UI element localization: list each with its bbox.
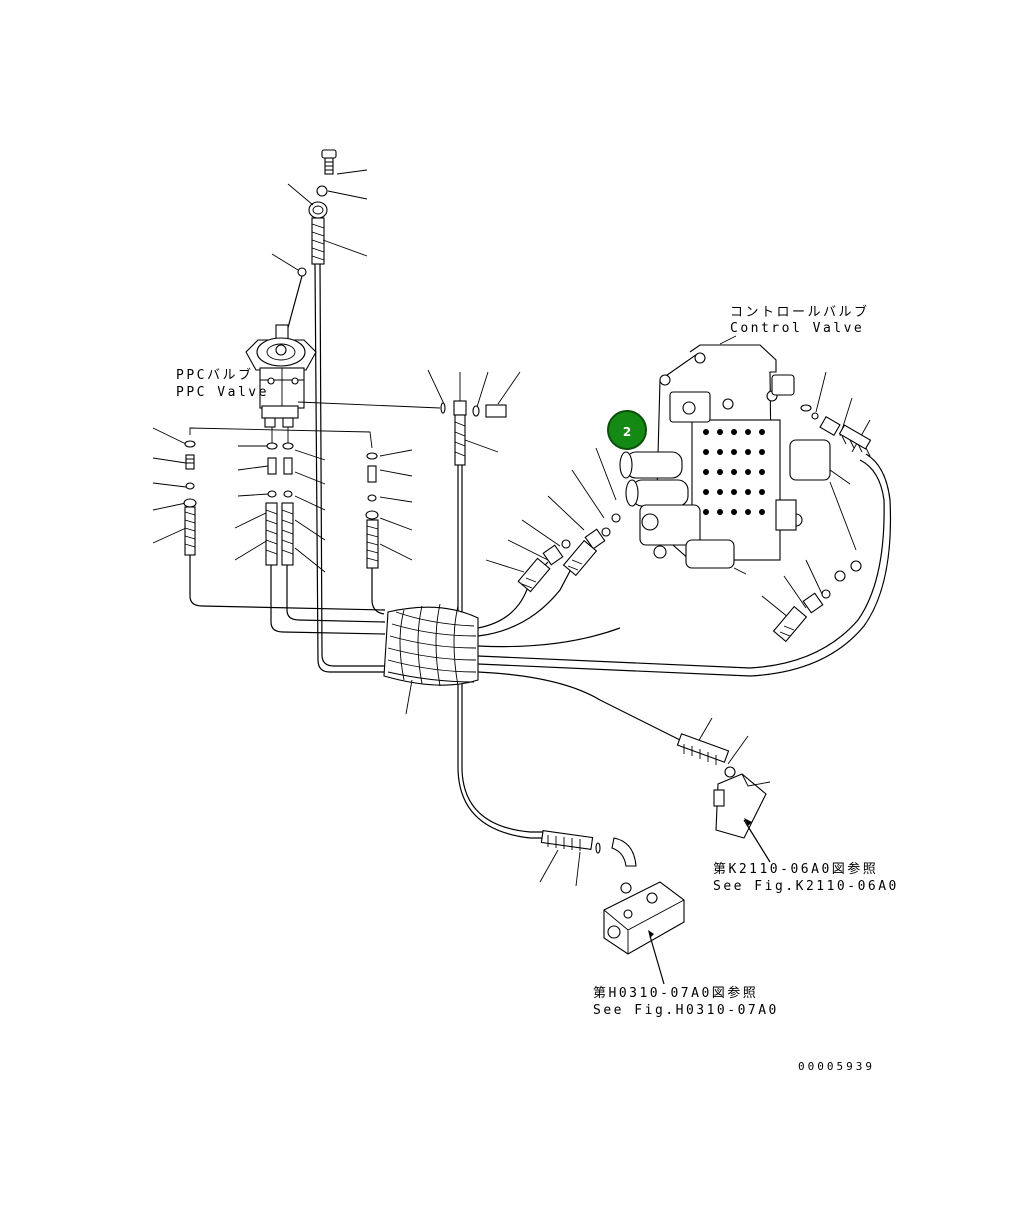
- ppc-valve: [245, 275, 441, 428]
- top-swivel-fitting: [271, 149, 368, 277]
- control-valve-left-fittings: [485, 447, 621, 593]
- center-tee-fitting: [427, 369, 521, 466]
- k2110-fitting-assembly: [676, 717, 771, 863]
- reference-h0310-en[interactable]: See Fig.H0310-07A0: [593, 1003, 779, 1018]
- control-valve-right-fittings: [800, 371, 872, 572]
- reference-h0310-jp[interactable]: 第H0310-07A0図参照: [593, 986, 759, 1001]
- reference-k2110-en[interactable]: See Fig.K2110-06A0: [713, 879, 899, 894]
- part-callout-2[interactable]: 2: [607, 410, 647, 450]
- control-valve-label-jp: コントロールバルブ: [730, 305, 870, 320]
- h0310-fitting-assembly: [539, 829, 685, 985]
- right-fitting-column: [365, 452, 379, 569]
- control-valve-label-en: Control Valve: [730, 321, 865, 336]
- right-lower-fittings: [761, 559, 846, 643]
- control-valve-block: [619, 344, 851, 575]
- middle-fitting-columns: [265, 442, 294, 566]
- ppc-valve-label-jp: PPCバルブ: [176, 368, 254, 383]
- reference-k2110-jp[interactable]: 第K2110-06A0図参照: [713, 862, 879, 877]
- spiral-hose-guard: [383, 603, 479, 715]
- ppc-valve-label-en: PPC Valve: [176, 385, 269, 400]
- drawing-number: 00005939: [798, 1060, 875, 1073]
- left-fitting-column: [183, 440, 197, 556]
